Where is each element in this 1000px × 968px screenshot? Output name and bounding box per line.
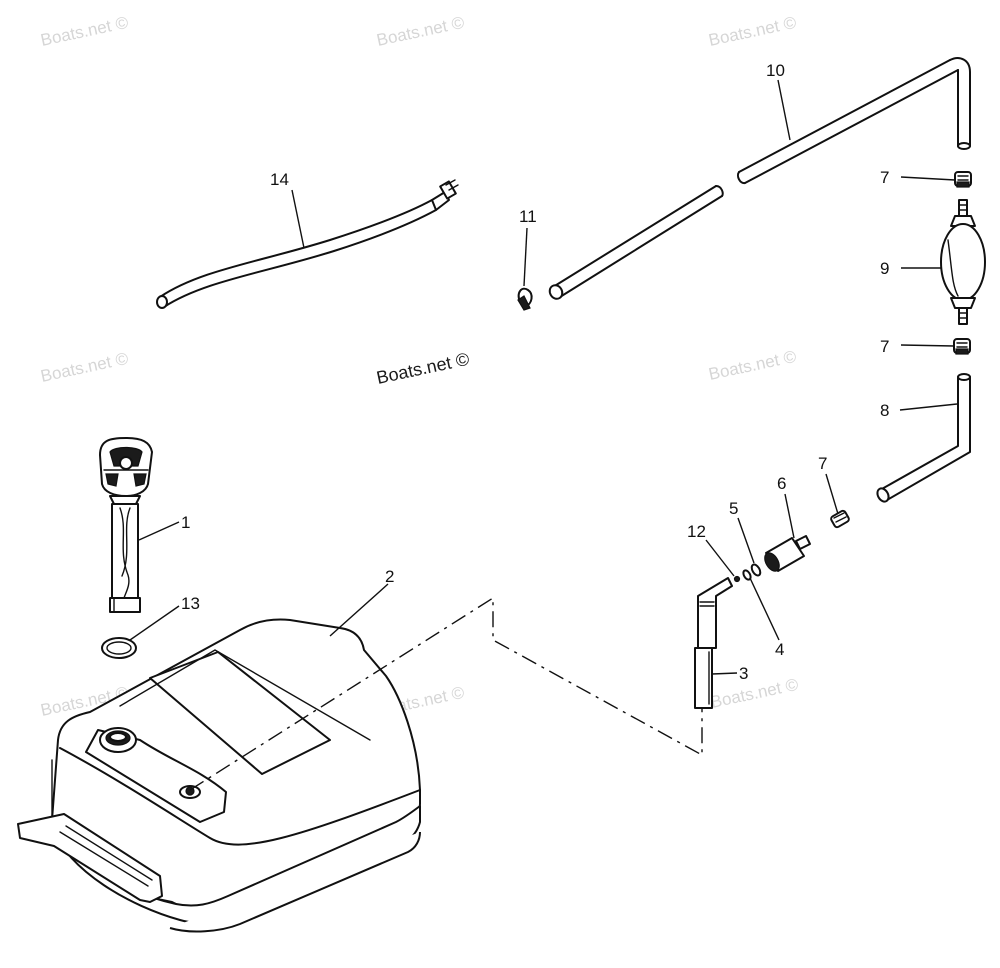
callout-7: 7	[818, 454, 827, 473]
ball-icon	[733, 575, 741, 583]
callout-9: 9	[880, 259, 889, 278]
watermark: Boats.net ©	[375, 13, 467, 50]
callout-4: 4	[775, 640, 784, 659]
fuel-hose-short-icon	[876, 373, 971, 503]
fuel-hose-long-icon	[548, 57, 971, 300]
callout-10: 10	[766, 61, 785, 80]
callout-6: 6	[777, 474, 786, 493]
callout-14: 14	[270, 170, 289, 189]
hose-clamp-icon	[953, 338, 971, 355]
primer-bulb-icon	[940, 199, 986, 325]
watermark: Boats.net ©	[39, 13, 131, 50]
fuel-tank-icon	[17, 618, 421, 933]
callout-7: 7	[880, 168, 889, 187]
washer-icon	[750, 563, 762, 577]
callout-12: 12	[687, 522, 706, 541]
watermark-layer: Boats.net © Boats.net © Boats.net © Boat…	[39, 13, 801, 720]
watermark: Boats.net ©	[707, 347, 799, 384]
watermark: Boats.net ©	[39, 349, 131, 386]
assembly-line	[189, 596, 703, 791]
callout-layer: 14 11 10 7 9 7 8 7 6 5 12 4 3 1 13 2	[181, 61, 889, 683]
callout-5: 5	[729, 499, 738, 518]
callout-3: 3	[739, 664, 748, 683]
callout-2: 2	[385, 567, 394, 586]
fuel-gauge-pickup-icon	[99, 437, 153, 613]
gasket-icon	[101, 637, 137, 659]
watermark-main: Boats.net ©	[375, 349, 471, 388]
leader-lines	[129, 79, 958, 675]
hose-clamp-icon	[830, 509, 850, 529]
hose-clamp-icon	[954, 171, 972, 188]
o-ring-icon	[742, 569, 752, 581]
quick-connector-icon	[764, 535, 811, 572]
callout-1: 1	[181, 513, 190, 532]
vent-hose-icon	[156, 179, 459, 309]
callout-7: 7	[880, 337, 889, 356]
callout-11: 11	[519, 207, 537, 226]
watermark: Boats.net ©	[707, 13, 799, 50]
tank-fitting-elbow-icon	[694, 577, 733, 709]
watermark: Boats.net ©	[709, 675, 801, 712]
callout-8: 8	[880, 401, 889, 420]
clip-icon	[517, 287, 533, 311]
callout-13: 13	[181, 594, 200, 613]
